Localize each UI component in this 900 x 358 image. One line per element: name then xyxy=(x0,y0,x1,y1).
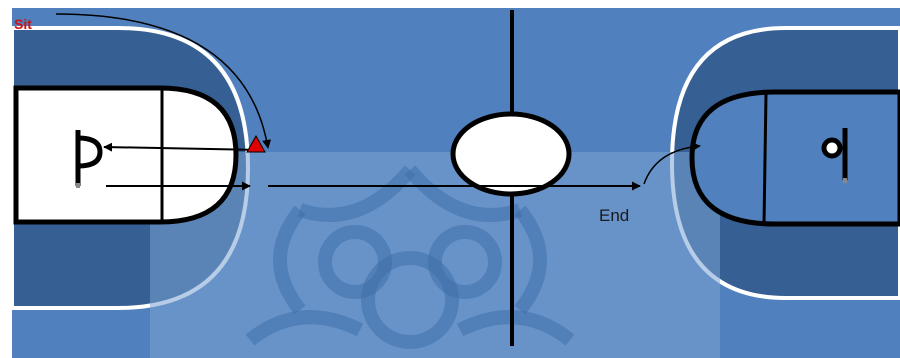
right-paint xyxy=(692,92,900,224)
start-label: Sit xyxy=(14,16,32,32)
end-label: End xyxy=(599,206,629,225)
right-free-throw-line xyxy=(764,94,766,224)
center-circle xyxy=(453,114,569,194)
left-paint xyxy=(16,88,236,222)
